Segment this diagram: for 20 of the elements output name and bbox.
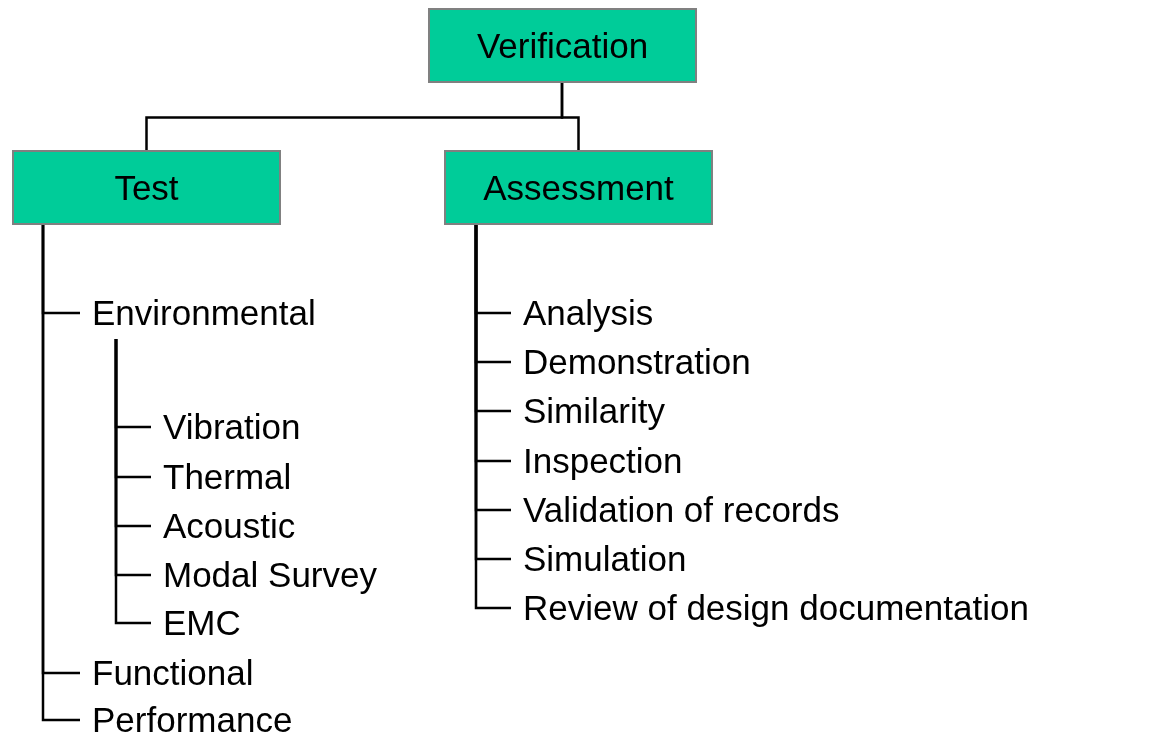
item-label: Vibration [151, 405, 301, 449]
category-box: Verification [428, 8, 697, 83]
item-label: Similarity [511, 389, 665, 433]
connector-line [560, 83, 580, 150]
category-box: Test [12, 150, 281, 225]
item-label: Performance [80, 698, 293, 737]
item-label: Inspection [511, 439, 683, 483]
item-label: Demonstration [511, 340, 751, 384]
item-label: Simulation [511, 537, 687, 581]
item-label: EMC [151, 601, 241, 645]
item-label: Analysis [511, 291, 654, 335]
item-label: Acoustic [151, 504, 296, 548]
item-label: Environmental [80, 291, 316, 335]
item-label: Thermal [151, 455, 292, 499]
item-label: Modal Survey [151, 553, 377, 597]
category-box: Assessment [444, 150, 713, 225]
item-label: Validation of records [511, 488, 840, 532]
connector-line [114, 339, 151, 625]
item-label: Functional [80, 651, 254, 695]
item-label: Review of design documentation [511, 586, 1029, 630]
